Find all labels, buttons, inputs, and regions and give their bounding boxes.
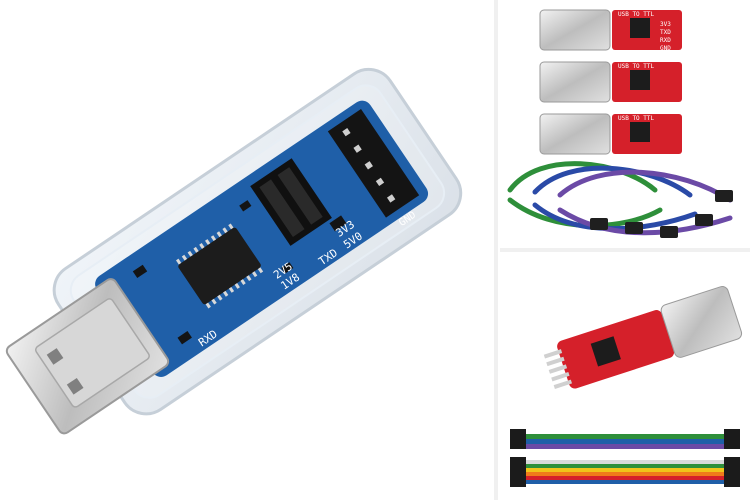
pin-label-txd: TXD: [660, 29, 671, 36]
vertical-divider: [494, 0, 498, 500]
usb-ttl-adapter-photo: RXD TXD 1V8 2V5 3V3 5V0 GND: [5, 67, 463, 435]
module-row-3: USB TO TTL: [539, 113, 682, 155]
pin-header: [327, 109, 420, 218]
module-2-title: USB TO TTL: [618, 63, 655, 70]
ftdi-chip: [178, 227, 261, 305]
module-1-title: USB TO TTL: [618, 11, 655, 18]
pin-label-3v3: 3V3: [660, 21, 671, 28]
voltage-jumper-header: [250, 158, 332, 246]
red-modules-illustration: USB TO TTL USB TO TTL USB TO TTL 3V3 TXD…: [507, 9, 733, 238]
pin-label-rxd: RXD: [660, 37, 671, 44]
dupont-connectors: [590, 190, 733, 238]
red-usb-ttl-modules-photo: USB TO TTL USB TO TTL USB TO TTL 3V3 TXD…: [500, 0, 750, 248]
module-3-title: USB TO TTL: [618, 115, 655, 122]
horizontal-divider: [500, 248, 750, 252]
module-row-1: USB TO TTL: [539, 9, 682, 51]
module-row-2: USB TO TTL: [539, 61, 682, 103]
blue-pcb: RXD TXD 1V8 2V5 3V3 5V0 GND: [95, 100, 429, 377]
pin-label-5v: +5V: [660, 53, 671, 60]
pin-label-gnd: GND: [660, 45, 671, 52]
angled-red-module: [543, 286, 743, 389]
angled-module-illustration: [510, 286, 743, 487]
usb-ttl-adapter-illustration: RXD TXD 1V8 2V5 3V3 5V0 GND: [5, 67, 463, 435]
ribbon-cable-1: [510, 429, 740, 449]
usb-a-plug: [5, 278, 170, 435]
pin-labels: 3V3 TXD RXD GND +5V: [660, 21, 671, 60]
ribbon-cable-2: [510, 457, 740, 487]
angled-module-and-ribbon-cables-photo: [500, 252, 750, 500]
